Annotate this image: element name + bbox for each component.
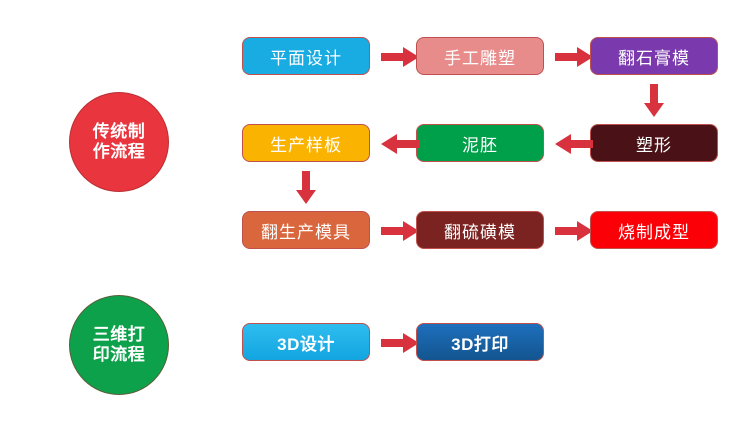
arrow-hand-sculpting-to-plaster-mold [555, 47, 593, 67]
arrow-graphic-design-to-hand-sculpting [381, 47, 419, 67]
process-box-plaster-mold[interactable]: 翻石膏模 [590, 37, 718, 75]
process-box-firing[interactable]: 烧制成型 [590, 211, 718, 249]
process-box-production-sample[interactable]: 生产样板 [242, 124, 370, 162]
process-box-label: 翻硫磺模 [444, 222, 516, 242]
process-box-label: 泥胚 [462, 135, 498, 155]
process-box-label: 烧制成型 [618, 222, 690, 242]
process-box-sulfur-mold[interactable]: 翻硫磺模 [416, 211, 544, 249]
arrow-production-sample-to-production-mold [296, 171, 316, 204]
circle-label-line-2: 作流程 [92, 142, 146, 161]
arrow-clay-blank-to-production-sample [381, 134, 419, 154]
process-box-label: 翻石膏模 [618, 48, 690, 68]
arrow-sulfur-mold-to-firing [555, 221, 593, 241]
process-box-label: 翻生产模具 [261, 222, 351, 242]
arrow-shaping-to-clay-blank [555, 134, 593, 154]
process-box-label: 3D打印 [451, 334, 509, 354]
arrow-3d-design-to-3d-print [381, 333, 419, 353]
process-box-label: 塑形 [636, 135, 672, 155]
arrow-production-mold-to-sulfur-mold [381, 221, 419, 241]
process-box-clay-blank[interactable]: 泥胚 [416, 124, 544, 162]
process-box-label: 3D设计 [277, 334, 335, 354]
process-box-hand-sculpting[interactable]: 手工雕塑 [416, 37, 544, 75]
circle-label-line-1: 三维打 [92, 325, 146, 345]
arrow-plaster-mold-to-shaping [644, 84, 664, 117]
process-box-label: 平面设计 [270, 48, 342, 68]
process-box-3d-print[interactable]: 3D打印 [416, 323, 544, 361]
process-box-shaping[interactable]: 塑形 [590, 124, 718, 162]
group-label-3d-printing-process: 三维打 印流程 [69, 295, 169, 395]
process-box-production-mold[interactable]: 翻生产模具 [242, 211, 370, 249]
process-box-3d-design[interactable]: 3D设计 [242, 323, 370, 361]
process-box-label: 手工雕塑 [444, 48, 516, 68]
process-box-graphic-design[interactable]: 平面设计 [242, 37, 370, 75]
circle-label-line-2: 印流程 [92, 345, 146, 364]
process-box-label: 生产样板 [270, 135, 342, 155]
group-label-traditional-process: 传统制 作流程 [69, 92, 169, 192]
circle-label-line-1: 传统制 [92, 122, 146, 142]
